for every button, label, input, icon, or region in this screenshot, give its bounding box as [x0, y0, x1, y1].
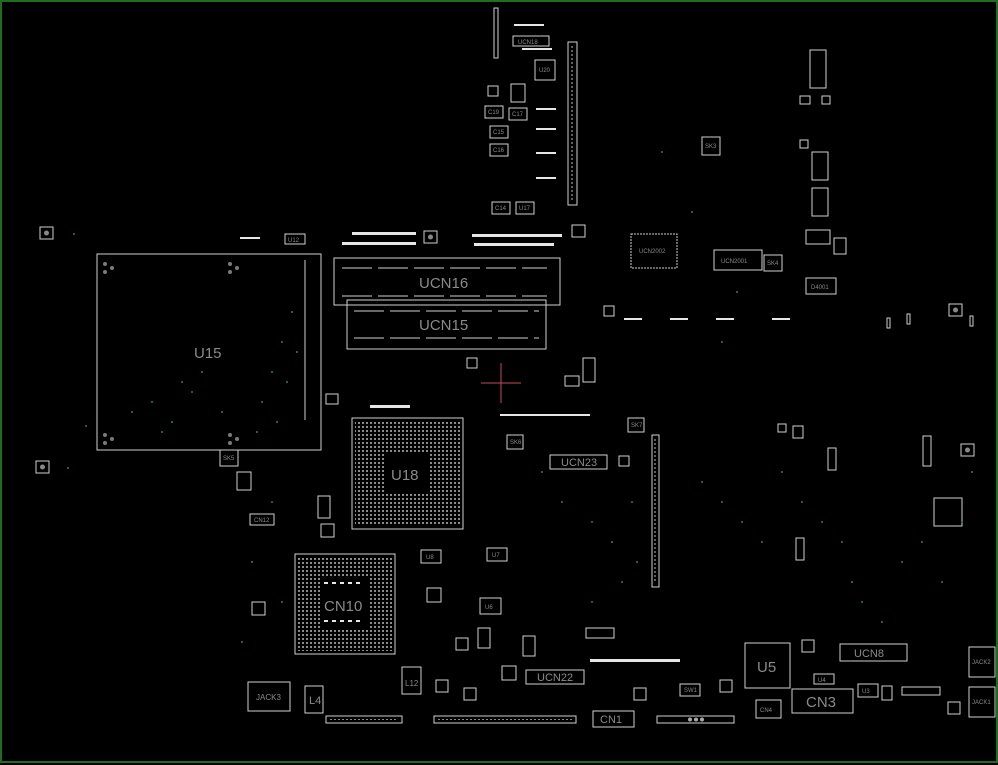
- ucn22-label: UCN22: [537, 672, 573, 684]
- sk7-hole[interactable]: SK7: [627, 417, 645, 433]
- small-caps-column: C19 C17 C15 C16 C14 U17: [484, 83, 535, 215]
- cn1-connector[interactable]: CN1: [592, 710, 635, 728]
- sk5-hole[interactable]: SK5: [219, 449, 239, 467]
- c15-label: C15: [493, 130, 505, 136]
- mounting-hole-left-bottom[interactable]: [35, 460, 50, 474]
- c19-label: C19: [488, 110, 500, 116]
- right-top-cluster: [805, 49, 847, 255]
- mounting-hole-top2[interactable]: [571, 224, 586, 238]
- c14-label: C14: [495, 206, 507, 212]
- top-pad-rows: [240, 24, 790, 662]
- u6-label: U6: [485, 605, 493, 611]
- l12-label: L12: [405, 679, 419, 688]
- u5-chip[interactable]: U5: [744, 642, 791, 689]
- u4-label: U4: [818, 678, 826, 684]
- u7-chip[interactable]: U7: [486, 547, 508, 562]
- cn4-label: CN4: [760, 708, 773, 714]
- ucn15-connector[interactable]: UCN15: [346, 299, 547, 350]
- jack1-label: JACK1: [972, 700, 991, 706]
- mounting-hole-right[interactable]: [948, 303, 963, 317]
- bottom-connector-a[interactable]: [325, 715, 403, 724]
- ucn2002-chip[interactable]: UCN2002: [630, 233, 678, 269]
- ucn23-connector[interactable]: UCN23: [549, 454, 608, 470]
- u20-label: U20: [539, 68, 551, 74]
- l12-inductor[interactable]: L12: [401, 666, 422, 695]
- u17-label: U17: [519, 206, 531, 212]
- u15-label: U15: [194, 345, 222, 362]
- cn12-label: CN12: [254, 518, 270, 524]
- vertical-header-mid[interactable]: [651, 434, 660, 588]
- sk6-hole[interactable]: SK6: [506, 434, 524, 450]
- u7-label: U7: [492, 553, 500, 559]
- u6-chip[interactable]: U6: [479, 597, 502, 615]
- ucn2001-chip[interactable]: UCN2001: [713, 249, 763, 271]
- ucn23-label: UCN23: [561, 457, 597, 469]
- mounting-hole-left[interactable]: [39, 226, 54, 240]
- ucn2001-label: UCN2001: [721, 259, 748, 265]
- mounting-hole-top[interactable]: [423, 230, 438, 244]
- d4001-label: D4001: [811, 285, 829, 291]
- via-scatter: [67, 151, 973, 643]
- jack2-label: JACK2: [972, 660, 991, 666]
- cn3-connector[interactable]: CN3: [791, 688, 854, 714]
- misc-small-parts: [466, 95, 974, 561]
- cn10-label: CN10: [324, 598, 362, 615]
- u3-label: U3: [862, 689, 870, 695]
- cn12-connector[interactable]: CN12: [249, 513, 275, 526]
- left-mid-parts: [236, 393, 339, 616]
- u18-label: U18: [391, 467, 419, 484]
- crosshair-marker: [481, 363, 521, 403]
- ucn22-connector[interactable]: UCN22: [525, 669, 585, 685]
- ucn15-label: UCN15: [419, 317, 468, 334]
- c16-label: C16: [493, 148, 505, 154]
- u20-component[interactable]: U20: [534, 59, 556, 81]
- ucn16-label: UCN16: [419, 275, 468, 292]
- mounting-hole-right2[interactable]: [960, 443, 975, 457]
- sk3-label: SK3: [705, 144, 717, 150]
- u8-chip[interactable]: U8: [420, 549, 442, 564]
- ucn18-label: UCN18: [518, 40, 538, 46]
- sw1-switch[interactable]: SW1: [679, 683, 701, 697]
- right-bottom-parts: [801, 639, 961, 715]
- sk7-label: SK7: [631, 423, 643, 429]
- ucn16-connector[interactable]: UCN16: [333, 257, 561, 306]
- sk3-hole[interactable]: SK3: [701, 136, 721, 156]
- u12-label: U12: [288, 238, 300, 244]
- u12-small[interactable]: U12: [284, 233, 306, 245]
- d4001-diode[interactable]: D4001: [805, 277, 837, 295]
- sk4-hole[interactable]: SK4: [763, 254, 783, 272]
- bottom-connector-c[interactable]: [656, 715, 735, 724]
- sk5-label: SK5: [223, 456, 235, 462]
- u4-chip[interactable]: U4: [813, 673, 835, 685]
- vertical-header-top[interactable]: [493, 7, 578, 206]
- ucn8-connector[interactable]: UCN8: [839, 643, 908, 662]
- jack3-connector[interactable]: JACK3: [247, 681, 291, 712]
- jack1-connector[interactable]: JACK1: [968, 686, 996, 718]
- u8-label: U8: [426, 555, 434, 561]
- u15-module[interactable]: U15: [96, 253, 322, 451]
- c17-label: C17: [512, 112, 524, 118]
- u5-label: U5: [757, 659, 776, 676]
- cn3-label: CN3: [806, 694, 836, 711]
- sk6-label: SK6: [510, 440, 522, 446]
- cn10-bga[interactable]: CN10: [294, 553, 396, 655]
- ucn18-component[interactable]: UCN18: [512, 35, 550, 47]
- cn1-label: CN1: [600, 714, 622, 726]
- cn4-connector[interactable]: CN4: [755, 699, 782, 719]
- jack3-label: JACK3: [256, 693, 281, 702]
- sk4-label: SK4: [767, 261, 779, 267]
- l4-label: L4: [309, 695, 321, 707]
- l4-inductor[interactable]: L4: [304, 685, 324, 714]
- u18-bga[interactable]: U18: [351, 417, 464, 530]
- ucn8-label: UCN8: [854, 648, 884, 660]
- sw1-label: SW1: [684, 688, 698, 694]
- ucn2002-label: UCN2002: [639, 249, 666, 255]
- bottom-connector-b[interactable]: [433, 715, 577, 724]
- jack2-connector[interactable]: JACK2: [968, 646, 996, 678]
- misc-mid-parts: [426, 587, 733, 701]
- u3-chip[interactable]: U3: [857, 683, 879, 698]
